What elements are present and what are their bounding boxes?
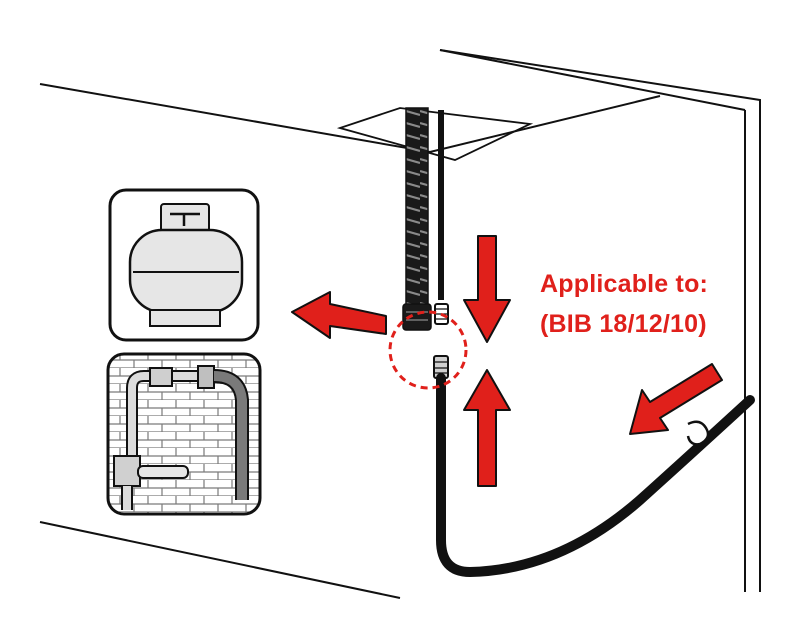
arrow-diagonal [629, 363, 723, 435]
floor-edge-line [39, 521, 401, 599]
cabinet-top-line [439, 49, 746, 111]
arrow-left [291, 291, 387, 339]
model-list-label: (BIB 18/12/10) [540, 310, 707, 338]
applicable-to-label: Applicable to: [540, 270, 709, 298]
hose-fitting-nut [402, 303, 432, 331]
arrow-up [463, 369, 511, 487]
room-outline [39, 49, 761, 599]
connection-highlight-circle [388, 310, 468, 390]
propane-tank-icon [108, 188, 260, 342]
hose-clip [686, 420, 710, 446]
red-arrows [291, 235, 723, 487]
arrow-down [463, 235, 511, 343]
wall-gas-valve-icon [106, 352, 262, 516]
back-top-line [439, 49, 761, 592]
ceiling-edge-line [39, 83, 661, 154]
flex-hose [433, 110, 755, 578]
corrugated-hose [402, 107, 432, 331]
